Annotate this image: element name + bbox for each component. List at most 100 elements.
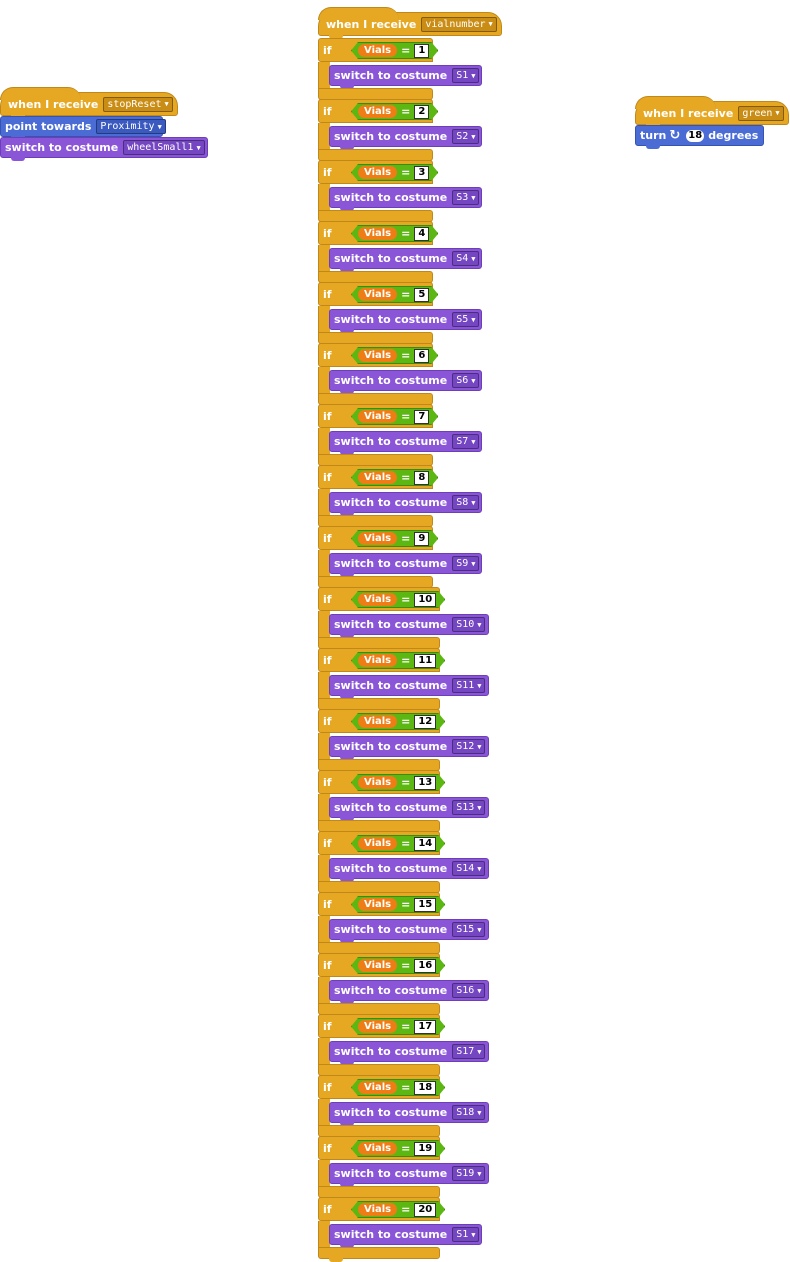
compare-value-input[interactable]: 4 [414, 227, 429, 241]
costume-dropdown[interactable]: S16▼ [452, 983, 486, 998]
compare-value-input[interactable]: 5 [414, 288, 429, 302]
vials-variable[interactable]: Vials [358, 44, 397, 57]
compare-value-input[interactable]: 10 [414, 593, 436, 607]
costume-dropdown[interactable]: S19▼ [452, 1166, 486, 1181]
costume-dropdown[interactable]: S6▼ [452, 373, 480, 388]
compare-value-input[interactable]: 17 [414, 1020, 436, 1034]
when-i-receive-block[interactable]: when I receive green▼ [635, 96, 789, 128]
message-dropdown[interactable]: stopReset▼ [103, 96, 173, 112]
compare-value-input[interactable]: 18 [414, 1081, 436, 1095]
vials-variable[interactable]: Vials [358, 898, 397, 911]
costume-dropdown[interactable]: S11▼ [452, 678, 486, 693]
vials-variable[interactable]: Vials [358, 288, 397, 301]
costume-dropdown[interactable]: S4▼ [452, 251, 480, 266]
equals-condition[interactable]: Vials=10 [351, 591, 445, 608]
point-towards-block[interactable]: point towards Proximity▼ [0, 116, 166, 140]
costume-dropdown[interactable]: S1▼ [452, 1227, 480, 1242]
equals-condition[interactable]: Vials=19 [351, 1140, 445, 1157]
equals-condition[interactable]: Vials=16 [351, 957, 445, 974]
compare-value-input[interactable]: 1 [414, 44, 429, 58]
costume-dropdown[interactable]: S18▼ [452, 1105, 486, 1120]
equals-condition[interactable]: Vials=11 [351, 652, 445, 669]
vials-variable[interactable]: Vials [358, 410, 397, 423]
compare-value-input[interactable]: 3 [414, 166, 429, 180]
vials-variable[interactable]: Vials [358, 349, 397, 362]
costume-dropdown[interactable]: S7▼ [452, 434, 480, 449]
compare-value-input[interactable]: 16 [414, 959, 436, 973]
compare-value-input[interactable]: 19 [414, 1142, 436, 1156]
compare-value-input[interactable]: 12 [414, 715, 436, 729]
vials-variable[interactable]: Vials [358, 532, 397, 545]
vials-variable[interactable]: Vials [358, 1203, 397, 1216]
compare-value-input[interactable]: 11 [414, 654, 436, 668]
equals-condition[interactable]: Vials=6 [351, 347, 438, 364]
equals-condition[interactable]: Vials=8 [351, 469, 438, 486]
equals-condition[interactable]: Vials=12 [351, 713, 445, 730]
vials-variable[interactable]: Vials [358, 959, 397, 972]
equals-condition[interactable]: Vials=1 [351, 42, 438, 59]
vials-variable[interactable]: Vials [358, 1142, 397, 1155]
costume-dropdown[interactable]: S9▼ [452, 556, 480, 571]
costume-dropdown[interactable]: S1▼ [452, 68, 480, 83]
equals-condition[interactable]: Vials=13 [351, 774, 445, 791]
target-dropdown[interactable]: Proximity▼ [96, 119, 166, 134]
equals-condition[interactable]: Vials=18 [351, 1079, 445, 1096]
compare-value-input[interactable]: 6 [414, 349, 429, 363]
vials-variable[interactable]: Vials [358, 654, 397, 667]
compare-value-input[interactable]: 9 [414, 532, 429, 546]
switch-costume-block[interactable]: switch to costume wheelSmall1▼ [0, 137, 208, 161]
costume-dropdown[interactable]: S12▼ [452, 739, 486, 754]
compare-value-input[interactable]: 2 [414, 105, 429, 119]
compare-value-input[interactable]: 8 [414, 471, 429, 485]
vials-variable[interactable]: Vials [358, 105, 397, 118]
compare-value-input[interactable]: 14 [414, 837, 436, 851]
equals-condition[interactable]: Vials=14 [351, 835, 445, 852]
message-dropdown[interactable]: vialnumber▼ [421, 16, 497, 32]
vials-variable[interactable]: Vials [358, 1081, 397, 1094]
costume-dropdown[interactable]: S14▼ [452, 861, 486, 876]
equals-condition[interactable]: Vials=5 [351, 286, 438, 303]
equals-condition[interactable]: Vials=7 [351, 408, 438, 425]
vials-variable[interactable]: Vials [358, 593, 397, 606]
costume-dropdown[interactable]: S10▼ [452, 617, 486, 632]
